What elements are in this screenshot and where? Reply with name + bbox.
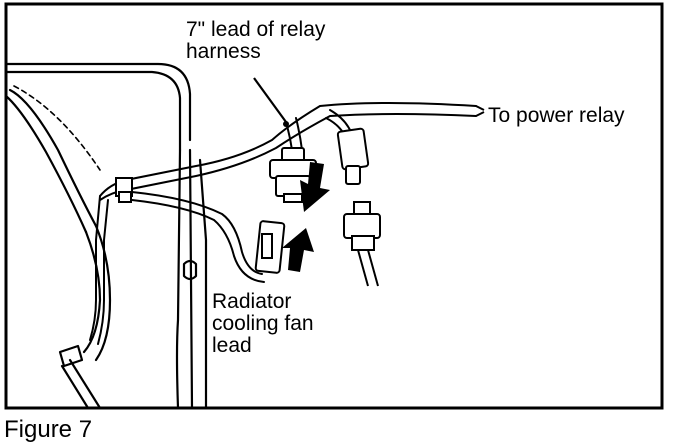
arrow-up-icon <box>282 228 314 272</box>
power-relay-lower-wire <box>357 249 379 287</box>
fan-lead-label-line1: Radiator <box>212 290 291 313</box>
figure-frame <box>4 2 664 410</box>
power-relay-connector-lower <box>343 201 381 251</box>
harness-left <box>89 102 477 345</box>
relay-lead-label-line1: 7" lead of relay <box>186 18 326 41</box>
power-relay-label: To power relay <box>488 104 625 127</box>
power-relay-pointer <box>475 105 485 117</box>
relay-lead-pointer <box>253 77 287 123</box>
figure-caption: Figure 7 <box>4 416 92 443</box>
fan-lead-label-line3: lead <box>212 334 252 357</box>
fan-lead-wire <box>131 191 265 283</box>
arrow-down-icon <box>300 162 330 212</box>
power-relay-connector-upper <box>336 127 370 185</box>
relay-lead-label-line2: harness <box>186 40 261 63</box>
fan-lead-label-line2: cooling fan <box>212 312 314 335</box>
radiator-shroud <box>4 62 208 410</box>
fan-lead-connector <box>254 220 286 274</box>
